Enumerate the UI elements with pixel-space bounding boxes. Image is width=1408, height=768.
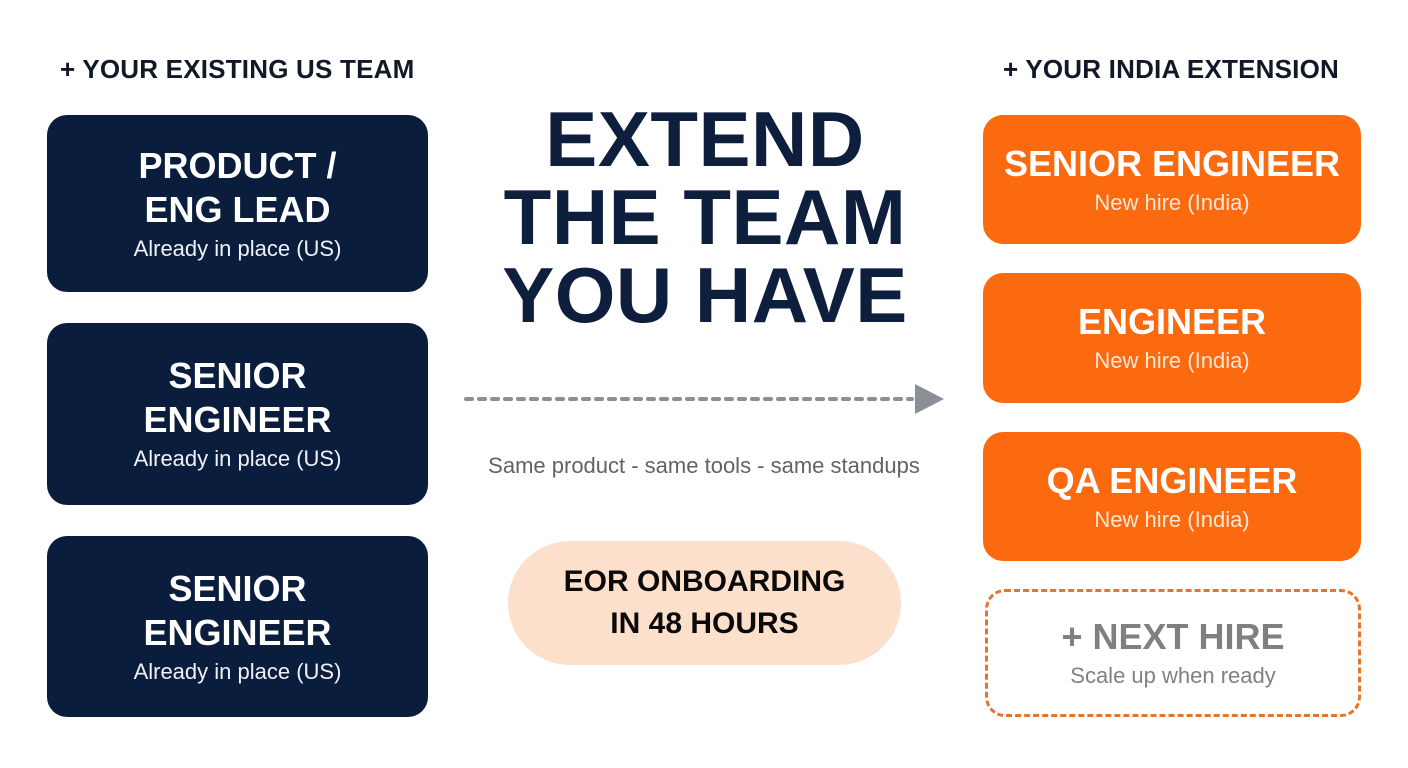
next-hire-card: + NEXT HIRE Scale up when ready [985,589,1361,717]
india-card-title: QA ENGINEER [1046,459,1298,501]
us-card-title: PRODUCT / ENG LEAD [138,144,337,230]
us-card-subtitle: Already in place (US) [133,235,342,261]
india-card-senior-engineer: SENIOR ENGINEER New hire (India) [983,115,1361,244]
tagline: Same product - same tools - same standup… [488,453,920,478]
eor-onboarding-text: EOR ONBOARDING IN 48 HOURS [563,565,846,640]
next-hire-subtitle: Scale up when ready [1070,663,1276,688]
us-card-product-eng-lead: PRODUCT / ENG LEAD Already in place (US) [47,115,428,292]
us-card-subtitle: Already in place (US) [133,446,342,471]
india-card-subtitle: New hire (India) [1094,348,1250,373]
us-team-heading: + YOUR EXISTING US TEAM [60,54,415,84]
india-card-title: ENGINEER [1077,301,1267,342]
india-extension-heading: + YOUR INDIA EXTENSION [1003,54,1339,84]
india-card-title: SENIOR ENGINEER [1003,142,1341,184]
india-card-subtitle: New hire (India) [1094,189,1250,215]
india-card-engineer: ENGINEER New hire (India) [983,273,1361,403]
us-card-subtitle: Already in place (US) [133,658,342,684]
next-hire-title: + NEXT HIRE [1061,616,1285,657]
india-card-qa-engineer: QA ENGINEER New hire (India) [983,432,1361,561]
us-card-title: SENIOR ENGINEER [143,355,332,440]
india-card-subtitle: New hire (India) [1094,506,1250,532]
hero-title: EXTEND THE TEAM YOU HAVE [502,95,908,339]
right-arrow-icon [464,384,944,414]
eor-onboarding-badge: EOR ONBOARDING IN 48 HOURS [508,541,901,665]
us-card-title: SENIOR ENGINEER [143,567,332,653]
us-card-senior-engineer-2: SENIOR ENGINEER Already in place (US) [47,536,428,717]
us-card-senior-engineer-1: SENIOR ENGINEER Already in place (US) [47,323,428,505]
